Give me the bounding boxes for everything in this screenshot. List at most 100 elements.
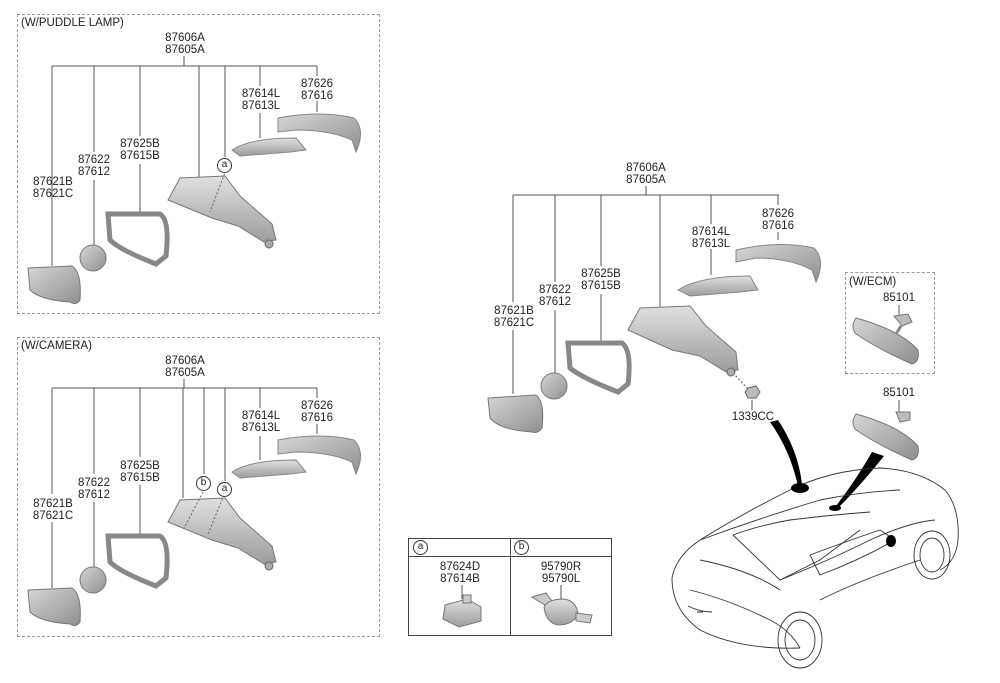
part-code: 87614L <box>241 88 281 100</box>
part-code: 87626 <box>762 208 794 220</box>
car-location-markers <box>791 483 896 547</box>
holder-shape <box>105 211 170 267</box>
scalp-cover-shape <box>735 243 821 284</box>
camera-leaders <box>51 379 318 588</box>
part-code: 87621B <box>33 176 73 188</box>
callout-b: b <box>196 476 211 491</box>
mirror-glass-code: 87621B 87621C <box>489 305 539 329</box>
part-code: 87613L <box>241 422 281 434</box>
assembly-code-2: 87606A 87605A <box>160 355 210 379</box>
camera-unit-icon <box>530 585 593 626</box>
part-code: 87606A <box>626 162 666 174</box>
puddle-lamp-title: (W/PUDDLE LAMP) <box>21 17 124 29</box>
part-code: 87614B <box>440 573 480 585</box>
assembly-code-3: 87606A 87605A <box>620 162 672 186</box>
callout-a: a <box>217 482 232 497</box>
side-repeater-code: 87614L 87613L <box>686 226 736 250</box>
legend-key-a: a <box>413 540 428 555</box>
part-code: 87614L <box>241 410 281 422</box>
camera-title: (W/CAMERA) <box>21 340 92 352</box>
callout-legend-table: a 87624D 87614B b 95790R 95790L <box>408 538 612 636</box>
scalp-cover-code: 87626 87616 <box>295 400 339 424</box>
part-code: 87621C <box>493 317 535 329</box>
part-code: 87615B <box>581 280 621 292</box>
part-code: 87622 <box>78 154 110 166</box>
puddle-lamp-section-box <box>17 14 380 314</box>
part-code: 87616 <box>762 220 794 232</box>
part-code: 87622 <box>78 477 110 489</box>
puddle-lamp-shape <box>540 372 568 400</box>
car-outline <box>671 467 959 669</box>
part-code: 87625B <box>120 138 160 150</box>
mirror-glass-shape <box>487 394 544 433</box>
part-code: 87621C <box>32 510 74 522</box>
legend-cell-a: a 87624D 87614B <box>409 539 511 635</box>
part-code: 95790R <box>540 561 582 573</box>
assembly-code-1: 87606A 87605A <box>160 32 210 56</box>
part-code: 87624D <box>439 561 481 573</box>
part-code: 87614L <box>691 226 731 238</box>
inside-mirror-code: 85101 <box>883 387 915 399</box>
part-code: 87606A <box>165 355 205 367</box>
part-code: 87616 <box>301 90 333 102</box>
nut-location-pointer <box>770 420 802 486</box>
callout-a: a <box>217 158 232 173</box>
nut-code: 1339CC <box>731 411 775 423</box>
holder-code: 87625B 87615B <box>576 268 626 292</box>
holder-code: 87625B 87615B <box>115 460 165 484</box>
part-code: 87612 <box>78 489 110 501</box>
part-code: 87615B <box>120 150 160 162</box>
side-repeater-shape <box>676 275 759 297</box>
part-code: 95790L <box>541 573 581 585</box>
puddle-lamp-parts <box>27 113 361 305</box>
inside-mirror-location-pointer <box>836 452 884 508</box>
nut-shape <box>744 385 761 399</box>
legend-code-b: 95790R 95790L <box>536 561 586 585</box>
part-code: 87605A <box>165 367 205 379</box>
actuator-motor-icon <box>442 585 482 628</box>
puddle-lamp-shape <box>79 244 107 272</box>
part-code: 87626 <box>301 400 333 412</box>
part-code: 87613L <box>691 238 731 250</box>
standard-leaders <box>512 186 779 410</box>
ecm-mirror-code: 85101 <box>883 292 915 304</box>
actuator-shape <box>167 175 277 243</box>
actuator-shape <box>627 305 739 373</box>
part-code: 87622 <box>539 284 571 296</box>
ecm-mirror-parts <box>852 305 919 365</box>
ecm-section-box <box>845 272 935 374</box>
camera-parts <box>27 435 361 627</box>
scalp-cover-shape <box>277 113 361 154</box>
part-code: 87612 <box>78 166 110 178</box>
side-repeater-code: 87614L 87613L <box>236 88 286 112</box>
legend-cell-b: b 95790R 95790L <box>510 539 611 635</box>
scalp-cover-code: 87626 87616 <box>756 208 800 232</box>
standard-parts <box>487 243 821 433</box>
puddle-lamp-code: 87622 87612 <box>72 477 116 501</box>
mirror-glass-code: 87621B 87621C <box>28 176 78 200</box>
part-code: 87612 <box>539 296 571 308</box>
puddle-lamp-leaders <box>51 56 318 266</box>
part-code: 87626 <box>301 78 333 90</box>
side-repeater-shape <box>231 137 307 157</box>
part-code: 87606A <box>165 32 205 44</box>
part-code: 87605A <box>165 44 205 56</box>
mirror-glass-code: 87621B 87621C <box>28 498 78 522</box>
puddle-lamp-code: 87622 87612 <box>533 284 577 308</box>
inside-mirror-parts <box>852 400 919 461</box>
legend-key-b: b <box>514 540 529 555</box>
scalp-cover-code: 87626 87616 <box>295 78 339 102</box>
part-code: 87625B <box>120 460 160 472</box>
part-code: 87621B <box>494 305 534 317</box>
legend-code-a: 87624D 87614B <box>435 561 485 585</box>
part-code: 87625B <box>581 268 621 280</box>
part-code: 87615B <box>120 472 160 484</box>
side-repeater-code: 87614L 87613L <box>236 410 286 434</box>
mirror-glass-shape <box>27 265 81 305</box>
ecm-title: (W/ECM) <box>849 276 897 288</box>
camera-section-box <box>17 337 380 637</box>
part-code: 87621C <box>32 188 74 200</box>
part-code: 87613L <box>241 100 281 112</box>
holder-code: 87625B 87615B <box>115 138 165 162</box>
